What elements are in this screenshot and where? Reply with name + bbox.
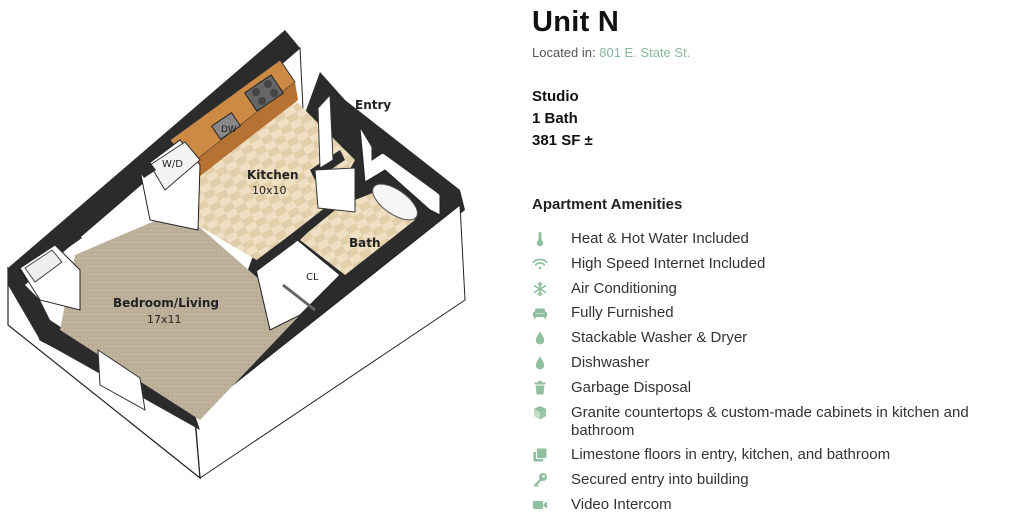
amenity-label: Granite countertops & custom-made cabine… [571,403,969,439]
location-prefix: Located in: [532,45,596,60]
bathtub [372,183,418,221]
couch-icon [532,305,548,321]
entry-label: Entry [355,98,391,112]
wifi-icon [532,256,548,272]
amenity-item: Stackable Washer & Dryer [532,329,1002,347]
clone-icon [532,447,548,463]
amenity-item: Granite countertops & custom-made cabine… [532,404,1002,440]
droplet-icon [532,330,548,346]
bedroom-name: Bedroom/Living [113,296,219,310]
floor-plan: DW W/D CL Kitchen 10x10 Bath Bedroom/Liv… [7,30,466,480]
amenity-item: Limestone floors in entry, kitchen, and … [532,446,1002,464]
unit-specs: Studio 1 Bath 381 SF ± [532,86,593,152]
unit-bath: 1 Bath [532,110,578,127]
amenity-label: Dishwasher [571,353,650,371]
amenity-item: Heat & Hot Water Included [532,230,1002,248]
video-camera-icon [532,497,548,513]
stove [243,74,285,112]
trash-icon [532,380,548,396]
cube-icon [532,405,548,421]
amenity-item: Dishwasher [532,354,1002,372]
unit-area: 381 SF ± [532,132,593,149]
amenity-item: Air Conditioning [532,280,1002,298]
amenity-label: Limestone floors in entry, kitchen, and … [571,446,891,464]
wd-label: W/D [162,159,183,170]
amenity-item: High Speed Internet Included [532,255,1002,273]
cl-label: CL [306,272,319,283]
balcony-door [97,349,146,411]
amenity-label: Secured entry into building [571,471,749,489]
building-link[interactable]: 801 E. State St. [599,45,691,60]
amenity-item: Garbage Disposal [532,379,1002,397]
wall-top [8,30,300,286]
amenity-label: Garbage Disposal [571,378,692,396]
amenity-label: Fully Furnished [571,304,674,322]
unit-title: Unit N [532,6,620,38]
amenity-label: Stackable Washer & Dryer [571,329,748,347]
thermometer-icon [532,231,548,247]
location-line: Located in: 801 E. State St. [532,45,690,60]
dishwasher [210,111,242,141]
unit-info-panel: Unit N Located in: 801 E. State St. Stud… [532,0,1012,523]
key-icon [532,472,548,488]
amenity-label: Video Intercom [571,495,672,513]
amenity-label: High Speed Internet Included [571,254,766,272]
kitchen-size: 10x10 [252,184,287,197]
amenity-label: Heat & Hot Water Included [571,230,749,247]
snowflake-icon [532,281,548,297]
droplet-icon [532,355,548,371]
bath-name: Bath [349,236,381,250]
bedroom-size: 17x11 [147,313,182,326]
amenity-item: Video Intercom [532,496,1002,514]
amenities-title: Apartment Amenities [532,196,683,213]
amenity-item: Fully Furnished [532,304,1002,322]
unit-type: Studio [532,88,579,105]
entry-door [317,93,334,169]
dw-label: DW [221,125,237,135]
amenity-item: Secured entry into building [532,471,1002,489]
kitchen-name: Kitchen [247,168,299,182]
amenity-label: Air Conditioning [571,279,677,297]
bath-door [314,167,356,213]
